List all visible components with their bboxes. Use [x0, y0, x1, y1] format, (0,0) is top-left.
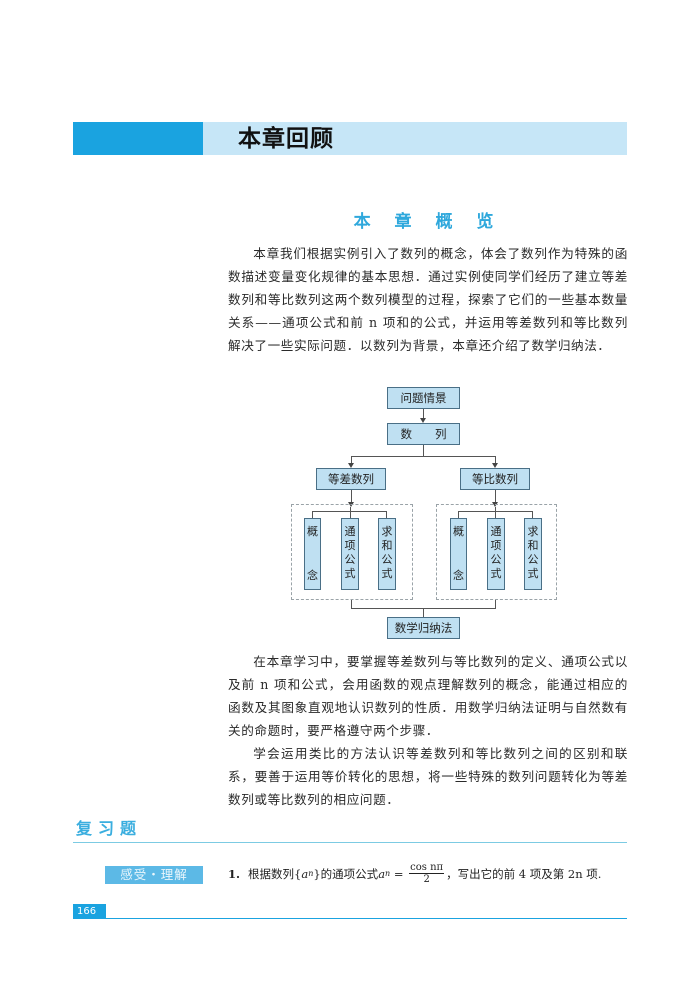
connector [351, 456, 496, 457]
connector [495, 490, 496, 504]
connector [423, 445, 424, 456]
node-problem-situation: 问题情景 [387, 387, 460, 409]
connector [351, 456, 352, 464]
node-general-term-formula: 通 项 公 式 [487, 518, 505, 590]
connector [495, 507, 496, 518]
node-general-term-formula: 通 项 公 式 [341, 518, 359, 590]
fraction: cos nπ 2 [409, 862, 445, 885]
connector [423, 608, 424, 617]
node-arithmetic-sequence: 等差数列 [316, 468, 386, 490]
connector [423, 409, 424, 419]
arithmetic-group-frame [291, 504, 413, 600]
connector [386, 511, 387, 518]
paragraph-text: 本章我们根据实例引入了数列的概念，体会了数列作为特殊的函数描述变量变化规律的基本… [228, 246, 628, 353]
connector [351, 600, 352, 608]
paragraph-text: 在本章学习中，要掌握等差数列与等比数列的定义、通项公式以及前 n 项和公式，会用… [228, 654, 628, 738]
node-concept: 概 念 [304, 518, 321, 590]
connector [495, 600, 496, 608]
connector [351, 490, 352, 504]
connector [312, 511, 387, 512]
connector [458, 511, 459, 518]
review-title: 复习题 [76, 819, 143, 838]
node-geometric-sequence: 等比数列 [460, 468, 530, 490]
node-concept: 概 念 [450, 518, 467, 590]
node-sum-formula: 求 和 公 式 [524, 518, 542, 590]
overview-paragraph-1: 本章我们根据实例引入了数列的概念，体会了数列作为特殊的函数描述变量变化规律的基本… [228, 242, 628, 357]
overview-title: 本 章 概 览 [353, 212, 503, 232]
arrow-down-icon [492, 463, 498, 468]
review-divider [73, 842, 627, 843]
node-sequence: 数 列 [387, 423, 460, 445]
connector [495, 456, 496, 464]
connector [312, 511, 313, 518]
overview-paragraph-2: 在本章学习中，要掌握等差数列与等比数列的定义、通项公式以及前 n 项和公式，会用… [228, 650, 628, 811]
arrow-down-icon [420, 418, 426, 423]
page-number: 166 [73, 904, 106, 919]
section-tag: 感受・理解 [105, 866, 203, 884]
chapter-header-bar [203, 122, 627, 155]
connector [350, 507, 351, 518]
footer-divider [106, 918, 627, 919]
node-mathematical-induction: 数学归纳法 [387, 617, 460, 639]
connector [532, 511, 533, 518]
arrow-down-icon [348, 463, 354, 468]
paragraph-text: 学会运用类比的方法认识等差数列和等比数列之间的区别和联系，要善于运用等价转化的思… [228, 746, 628, 807]
node-sum-formula: 求 和 公 式 [378, 518, 396, 590]
chapter-header-accent [73, 122, 203, 155]
geometric-group-frame [436, 504, 557, 600]
chapter-title: 本章回顾 [238, 125, 334, 152]
